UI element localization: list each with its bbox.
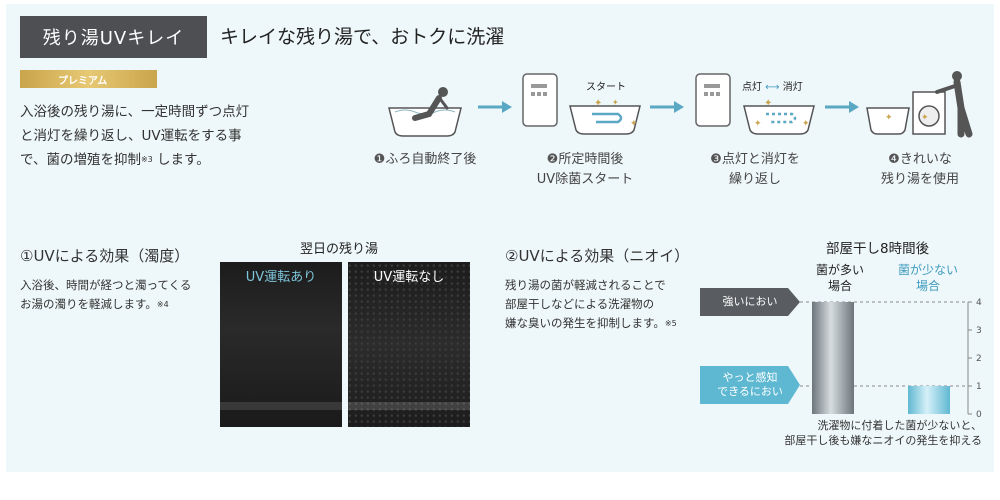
y-tick-label: 3 [976, 326, 982, 336]
intro-text: 入浴後の残り湯に、一定時間ずつ点灯 と消灯を繰り返し、UV運転をする事 で、菌の… [20, 100, 340, 172]
uv-tub-start-icon: ✦ ✦ ✦ [569, 98, 641, 135]
svg-text:✦: ✦ [764, 98, 772, 109]
svg-text:✦: ✦ [754, 119, 762, 129]
y-tick-label: 4 [976, 298, 982, 308]
flow-arrow-icon [825, 101, 859, 113]
strong-odor-label: 強いにおい [700, 288, 800, 316]
turbidity-section-title: ①UVによる効果（濁度） [20, 247, 190, 265]
legend-low: 菌が少ない場合 [897, 263, 958, 293]
odor-section-title: ②UVによる効果（ニオイ） [505, 247, 690, 265]
photo-title: 翌日の残り湯 [300, 242, 379, 257]
photo-with-uv: UV運転あり [220, 262, 342, 427]
water-heater-icon [695, 73, 731, 127]
flow-arrow-icon [650, 101, 684, 113]
weak-odor-label: やっと感知できるにおい [700, 366, 800, 404]
step-4: ❹きれいな 残り湯を使用 [880, 152, 959, 187]
bathtub-person-icon [388, 87, 462, 137]
turbidity-description: 入浴後、時間が経つと濁ってくる お湯の濁りを軽減します。※4 [20, 278, 192, 311]
feature-tag: 残り湯UVキレイ [20, 16, 207, 58]
intro-line-3: で、菌の増殖を抑制※3 します。 [20, 152, 210, 168]
svg-text:✦: ✦ [802, 119, 810, 129]
chart-title: 部屋干し8時間後 [826, 241, 930, 257]
chart-caption: 洗濯物に付着した菌が少ないと、 部屋干し後も嫌なニオイの発生を抑える [784, 419, 982, 447]
bar-high-bacteria [812, 302, 854, 414]
odor-description: 残り湯の菌が軽減されることで 部屋干しなどによる洗濯物の 嫌な臭いの発生を抑制し… [505, 278, 677, 330]
svg-text:✦: ✦ [594, 98, 602, 109]
svg-text:✦: ✦ [885, 113, 893, 123]
step-3: ❸点灯と消灯を 繰り返し [710, 152, 800, 187]
odor-bar-chart: 0 1 2 3 4 [800, 298, 982, 420]
flow-arrow-icon [478, 101, 512, 113]
washing-machine-person-icon: ✦✦ [866, 71, 973, 138]
start-label: スタート [586, 82, 626, 93]
svg-text:✦: ✦ [630, 119, 638, 129]
uv-tub-blink-icon: ✦✦✦ [743, 98, 815, 135]
intro-line-2: と消灯を繰り返し、UV運転をする事 [20, 128, 242, 144]
bar-low-bacteria [908, 386, 950, 414]
premium-badge: プレミアム [20, 70, 157, 88]
y-tick-label: 2 [976, 354, 982, 364]
legend-high: 菌が多い場合 [815, 263, 864, 293]
y-tick-label: 0 [976, 410, 982, 420]
step-2: ❷所定時間後 UV除菌スタート [536, 152, 634, 187]
svg-text:✦: ✦ [612, 98, 619, 107]
y-tick-label: 1 [976, 382, 982, 392]
svg-text:✦: ✦ [921, 113, 929, 123]
step-1: ❶ふろ自動終了後 [373, 152, 477, 167]
water-heater-icon [522, 73, 558, 127]
photo-without-uv: UV運転なし [348, 262, 470, 427]
page-title: キレイな残り湯で、おトクに洗濯 [220, 26, 505, 48]
on-off-label: 点灯 ⟷ 消灯 [742, 82, 803, 93]
intro-line-1: 入浴後の残り湯に、一定時間ずつ点灯 [20, 104, 250, 120]
